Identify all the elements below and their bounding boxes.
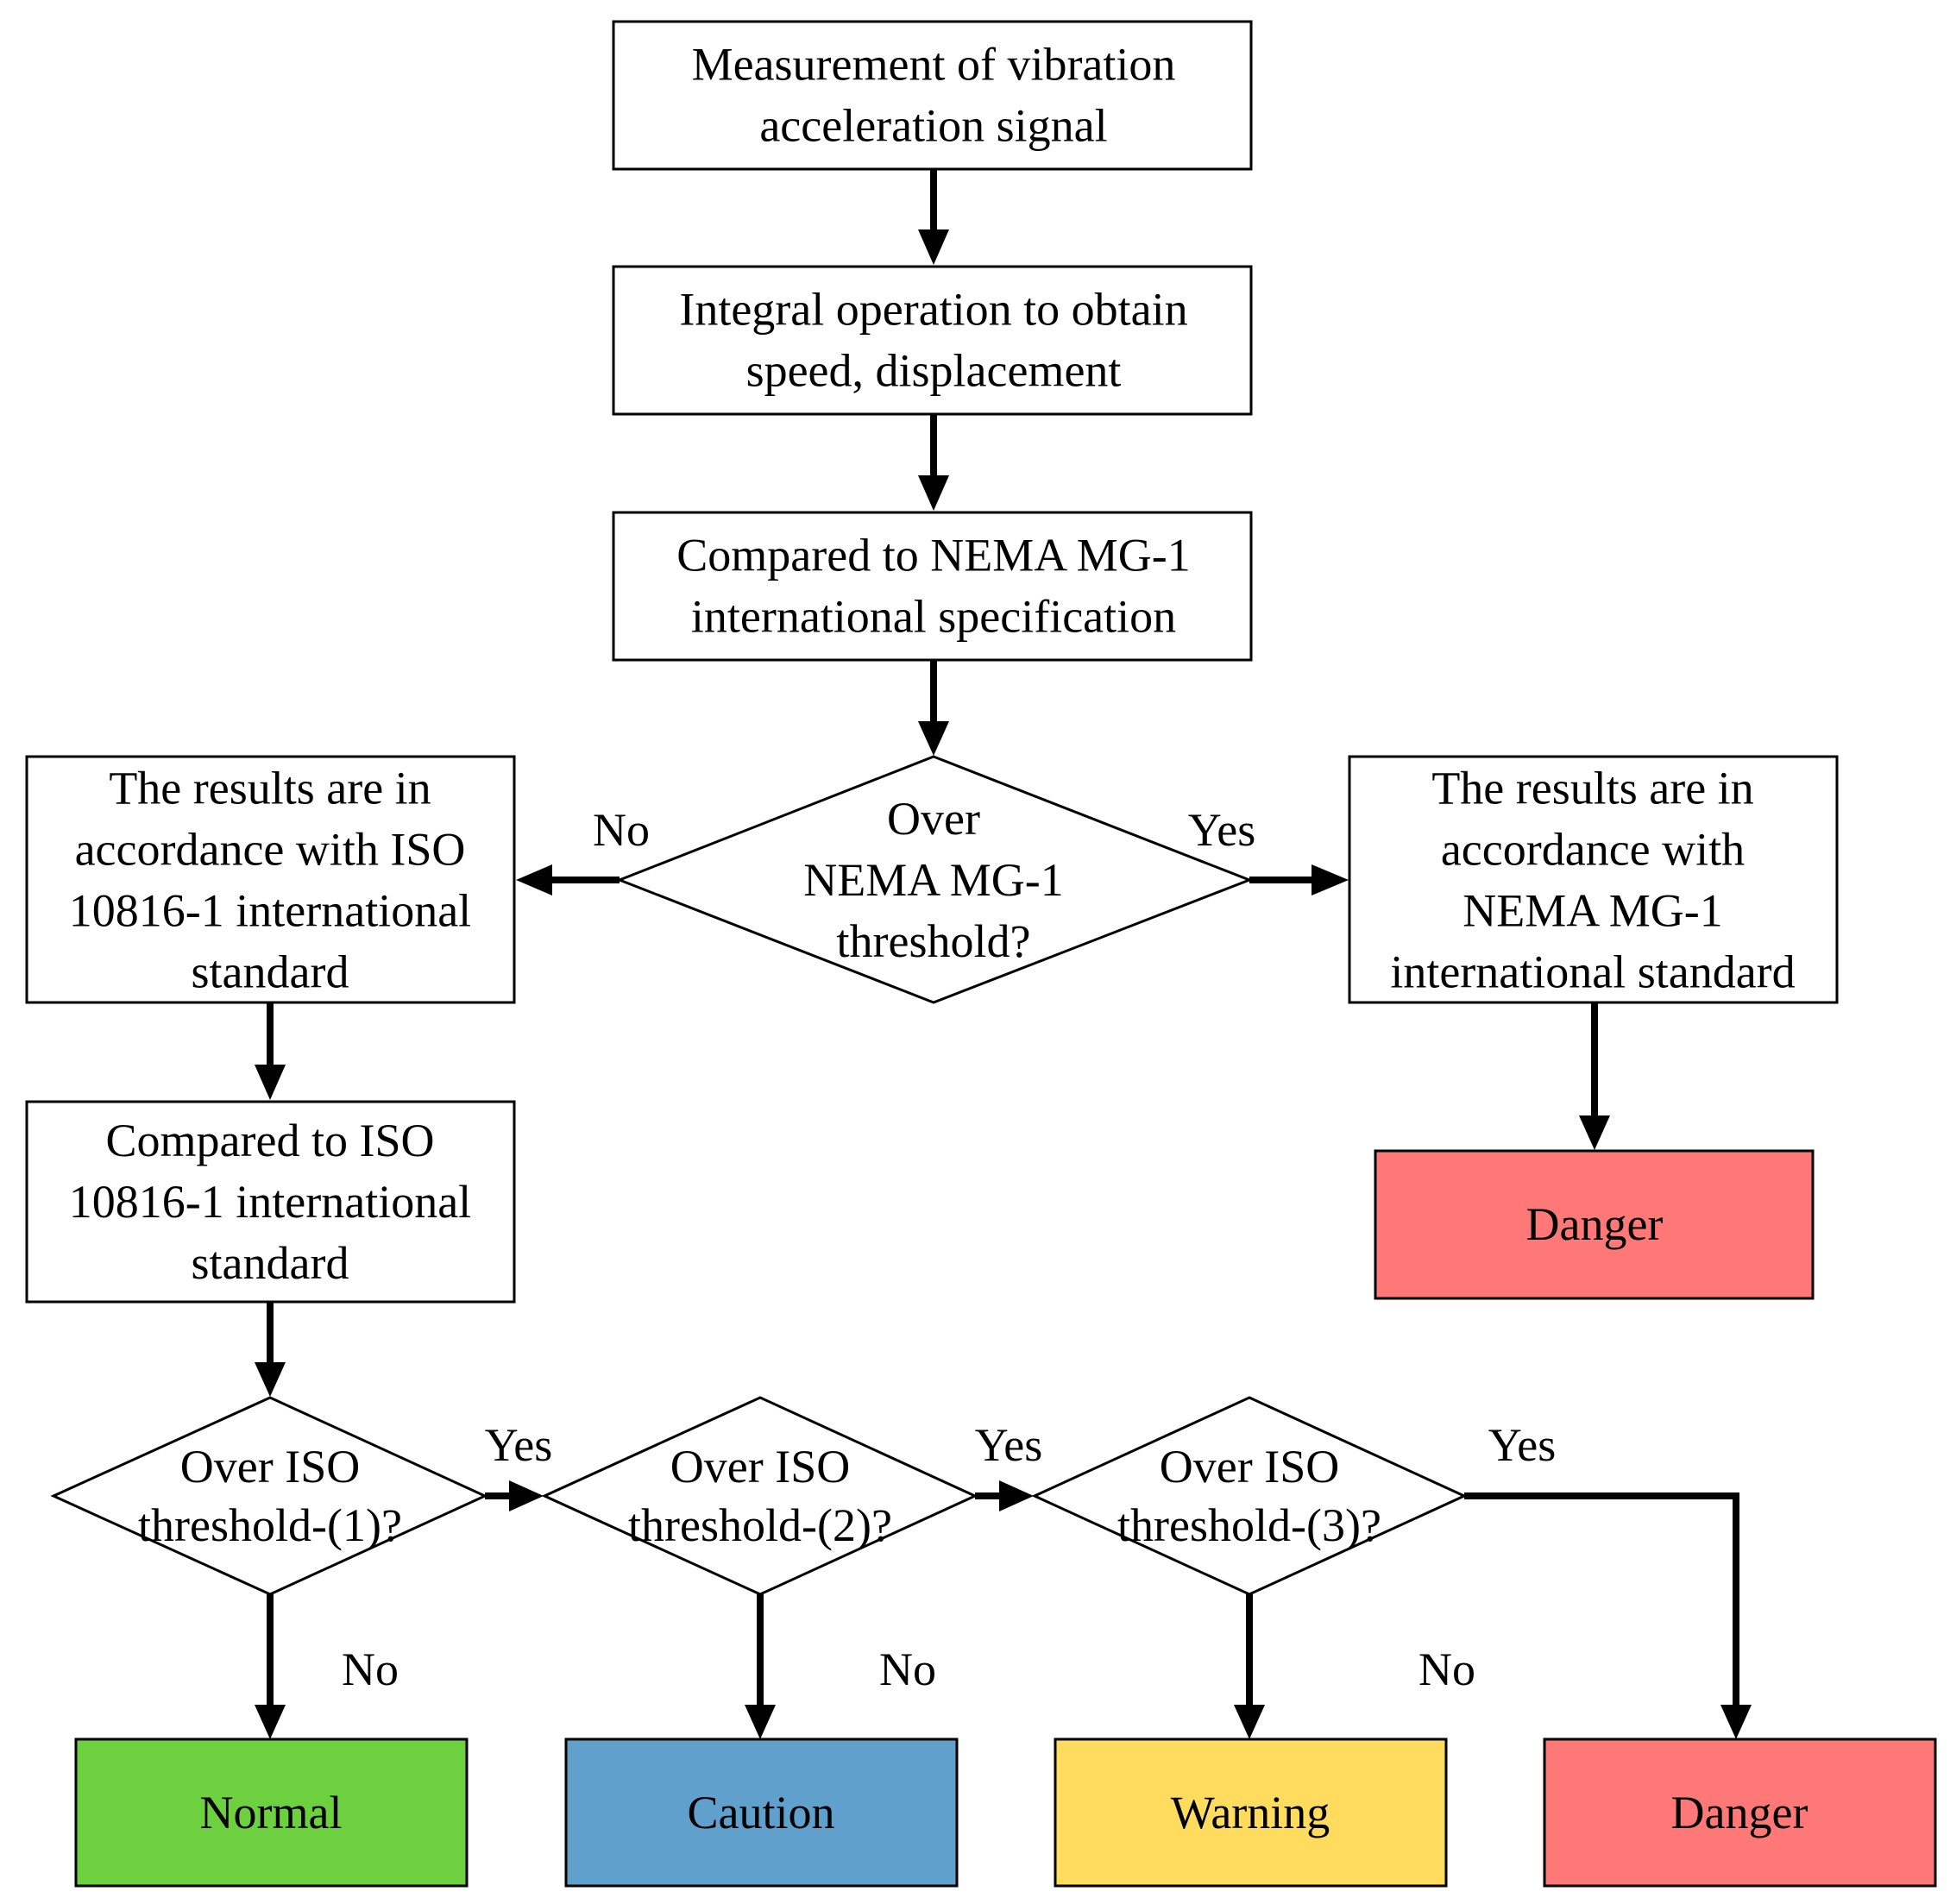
decision-nema-diamond — [615, 755, 1254, 1004]
arrowhead-decision-iso1 — [255, 1362, 286, 1397]
label-line: Compared to NEMA MG-1 — [676, 530, 1190, 581]
arrowhead-decision-nema — [918, 721, 949, 756]
label-line: Normal — [200, 1787, 343, 1838]
decision-iso1-label: Over ISO threshold-(1)? — [138, 1441, 402, 1551]
nema-yes-label: Yes — [1188, 804, 1256, 856]
caution-box — [564, 1737, 959, 1888]
label-line: Warning — [1171, 1787, 1330, 1838]
danger-top-label: Danger — [1526, 1198, 1664, 1250]
compare-nema-box — [612, 511, 1253, 662]
decision-iso3-label: Over ISO threshold-(3)? — [1117, 1441, 1381, 1551]
label-line: NEMA MG-1 — [803, 854, 1064, 906]
danger-bottom-label: Danger — [1671, 1787, 1808, 1838]
arrowhead-iso-result — [516, 864, 552, 895]
label-line: standard — [192, 946, 349, 998]
decision-iso1-diamond — [50, 1396, 488, 1596]
label-line: accordance with ISO — [75, 824, 466, 876]
label-line: standard — [192, 1237, 349, 1289]
label-line: Danger — [1526, 1198, 1664, 1250]
label-line: Over — [887, 793, 980, 845]
label-line: The results are in — [1431, 763, 1753, 814]
caution-label: Caution — [688, 1787, 835, 1838]
arrowhead-normal — [255, 1705, 286, 1739]
compare-iso-label: Compared to ISO 10816-1 international stan… — [69, 1115, 471, 1289]
decision-iso2-label: Over ISO threshold-(2)? — [628, 1441, 892, 1551]
warning-box — [1054, 1737, 1448, 1888]
arrowhead-danger-top — [1579, 1115, 1610, 1150]
label-line: international specification — [691, 591, 1176, 643]
label-line: 10816-1 international — [69, 1176, 471, 1228]
label-line: Danger — [1671, 1787, 1808, 1838]
label-line: threshold-(1)? — [138, 1499, 402, 1551]
arrowhead-decision-iso2 — [509, 1480, 544, 1511]
label-line: speed, displacement — [746, 345, 1122, 397]
integral-box — [612, 265, 1253, 416]
arrowhead-decision-iso3 — [999, 1480, 1034, 1511]
normal-label: Normal — [200, 1787, 343, 1838]
label-line: international standard — [1390, 946, 1795, 998]
label-line: accordance with — [1441, 824, 1745, 876]
label-line: The results are in — [109, 763, 431, 814]
label-line: Caution — [688, 1787, 835, 1838]
arrowhead-caution — [745, 1705, 776, 1739]
warning-label: Warning — [1171, 1787, 1330, 1838]
iso1-yes-label: Yes — [485, 1419, 553, 1471]
label-line: NEMA MG-1 — [1462, 885, 1723, 937]
nema-no-label: No — [593, 804, 650, 856]
danger-top-box — [1374, 1149, 1815, 1300]
label-line: Measurement of vibration — [692, 39, 1176, 91]
iso-result-label: The results are in accordance with ISO 108… — [69, 763, 471, 998]
label-line: Integral operation to obtain — [679, 284, 1187, 336]
label-line: Over ISO — [180, 1441, 360, 1492]
iso1-no-label: No — [342, 1643, 399, 1695]
compare-nema-label: Compared to NEMA MG-1 international speci… — [676, 530, 1190, 643]
iso-result-box — [25, 755, 516, 1004]
measurement-label: Measurement of vibration acceleration sig… — [692, 39, 1176, 152]
arrowhead-integral — [918, 229, 949, 265]
iso3-no-label: No — [1418, 1643, 1475, 1695]
arrowhead-compare-nema — [918, 475, 949, 511]
nema-result-box — [1348, 755, 1839, 1004]
normal-box — [74, 1737, 469, 1888]
label-line: threshold-(3)? — [1117, 1499, 1381, 1551]
iso2-yes-label: Yes — [975, 1419, 1043, 1471]
label-line: threshold-(2)? — [628, 1499, 892, 1551]
compare-iso-box — [25, 1100, 516, 1304]
edge-iso3-yes — [1464, 1492, 1739, 1706]
iso3-yes-label: Yes — [1488, 1419, 1557, 1471]
arrowhead-compare-iso — [255, 1065, 286, 1100]
arrowhead-nema-result — [1312, 864, 1349, 895]
integral-label: Integral operation to obtain speed, displ… — [679, 284, 1187, 397]
label-line: 10816-1 international — [69, 885, 471, 937]
label-line: Compared to ISO — [106, 1115, 435, 1166]
label-line: threshold? — [837, 915, 1031, 967]
decision-iso3-diamond — [1031, 1396, 1468, 1596]
measurement-box — [612, 20, 1253, 171]
iso2-no-label: No — [879, 1643, 936, 1695]
decision-iso2-diamond — [541, 1396, 978, 1596]
danger-bottom-box — [1543, 1737, 1937, 1888]
connectors — [255, 170, 1752, 1739]
label-line: Over ISO — [1160, 1441, 1339, 1492]
arrowhead-danger-bottom — [1720, 1705, 1752, 1739]
label-line: Over ISO — [670, 1441, 850, 1492]
label-line: acceleration signal — [759, 100, 1107, 152]
arrowhead-warning — [1234, 1705, 1265, 1739]
